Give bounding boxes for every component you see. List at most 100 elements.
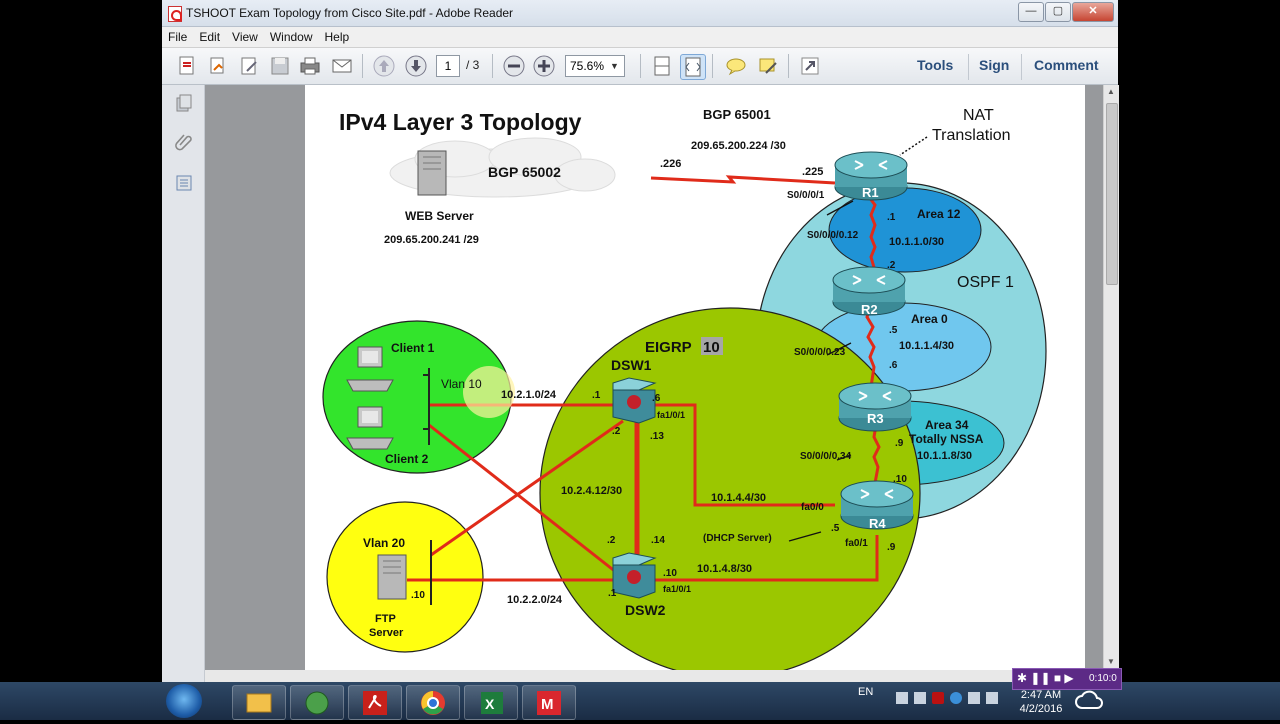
tray-volume-icon[interactable] <box>986 692 998 704</box>
menu-view[interactable]: View <box>232 30 258 44</box>
excel-taskbar-icon[interactable]: X <box>464 685 518 720</box>
adobe-reader-window: TSHOOT Exam Topology from Cisco Site.pdf… <box>162 0 1119 682</box>
bookmarks-icon[interactable] <box>174 173 194 193</box>
zoom-dropdown-icon[interactable]: ▼ <box>610 61 619 71</box>
router-r2 <box>832 266 906 316</box>
maximize-button[interactable]: ▢ <box>1045 2 1071 22</box>
dhcp-server-label: (DHCP Server) <box>703 533 772 544</box>
full-screen-icon[interactable] <box>798 54 822 78</box>
vlan10-network: 10.2.1.0/24 <box>501 389 557 401</box>
chrome-taskbar-icon[interactable] <box>406 685 460 720</box>
svg-text:X: X <box>485 696 495 712</box>
language-indicator[interactable]: EN <box>858 686 874 698</box>
client1-pc-icon <box>346 346 394 392</box>
dsw2-fa-port: fa1/0/1 <box>663 584 691 594</box>
open-file-icon[interactable] <box>206 54 230 78</box>
clock[interactable]: 2:47 AM 4/2/2016 <box>1014 688 1068 716</box>
tray-network-icon[interactable] <box>896 692 908 704</box>
tools-button[interactable]: Tools <box>917 57 954 73</box>
client1-label: Client 1 <box>391 341 435 355</box>
start-button[interactable] <box>166 684 202 718</box>
ftp-server-label: Server <box>369 627 404 639</box>
mega-taskbar-icon[interactable]: M <box>522 685 576 720</box>
r4-fa00: fa0/0 <box>801 502 824 513</box>
system-tray <box>896 692 998 704</box>
scroll-down-icon[interactable]: ▼ <box>1107 657 1115 666</box>
page-number-input[interactable]: 1 <box>436 55 460 77</box>
clock-time: 2:47 AM <box>1020 689 1062 701</box>
document-viewer[interactable]: IPv4 Layer 3 Topology BGP 65001 209.65.2… <box>205 85 1103 670</box>
recorder-controls-icon[interactable]: ✱ ❚❚ ■ ▶ <box>1017 671 1074 685</box>
menu-window[interactable]: Window <box>269 30 313 44</box>
svg-text:M: M <box>541 696 554 713</box>
router-r1 <box>834 151 908 201</box>
highlight-icon[interactable] <box>756 54 780 78</box>
eigrp-number-highlight <box>701 337 723 355</box>
area34-label: Area 34 <box>925 418 969 432</box>
web-server-network: 209.65.200.241 /29 <box>384 234 479 246</box>
tray-app-icon[interactable] <box>932 692 944 704</box>
r4-dot5: .5 <box>831 523 840 534</box>
dsw1-dsw2-network: 10.2.4.12/30 <box>561 485 622 497</box>
links <box>407 175 881 582</box>
zoom-out-icon[interactable] <box>502 54 526 78</box>
r3-dot9: .9 <box>895 438 904 449</box>
area34-network: 10.1.1.8/30 <box>917 450 972 462</box>
dsw2-label: DSW2 <box>625 602 666 618</box>
menu-edit[interactable]: Edit <box>199 30 221 44</box>
area12-label: Area 12 <box>917 207 961 221</box>
ospf-label: OSPF 1 <box>957 274 1014 291</box>
ftp-dot10: .10 <box>411 590 425 601</box>
screen-recorder-bar[interactable]: ✱ ❚❚ ■ ▶ 0:10:0 <box>1012 668 1122 690</box>
r1-interface: S0/0/0/1 <box>787 190 825 201</box>
dsw1-dot2: .2 <box>612 426 621 437</box>
cloud-sync-icon[interactable] <box>1074 688 1104 714</box>
area34-type: Totally NSSA <box>909 432 984 446</box>
toolbar: 1 / 3 75.6% ▼ Tools Sign Comment <box>162 48 1118 85</box>
dsw1-dot1: .1 <box>592 390 601 401</box>
comment-bubble-icon[interactable] <box>724 54 748 78</box>
attachments-icon[interactable] <box>174 131 194 151</box>
menu-help[interactable]: Help <box>324 30 350 44</box>
globe-taskbar-icon[interactable] <box>290 685 344 720</box>
save-icon[interactable] <box>268 54 292 78</box>
tray-flag-icon[interactable] <box>914 692 926 704</box>
web-server-label: WEB Server <box>405 209 474 223</box>
minimize-button[interactable]: — <box>1018 2 1044 22</box>
scrollbar-thumb[interactable] <box>1106 103 1118 285</box>
r3-dot6: .6 <box>889 360 898 371</box>
comment-button[interactable]: Comment <box>1034 57 1099 73</box>
area0-label: Area 0 <box>911 312 948 326</box>
eigrp-label: EIGRP <box>645 339 692 356</box>
r1-label: R1 <box>862 185 879 200</box>
print-icon[interactable] <box>298 54 322 78</box>
dsw1-dot13: .13 <box>650 431 664 442</box>
previous-page-icon[interactable] <box>372 54 396 78</box>
sign-button[interactable]: Sign <box>979 57 1010 73</box>
window-title: TSHOOT Exam Topology from Cisco Site.pdf… <box>186 6 514 20</box>
email-icon[interactable] <box>330 54 354 78</box>
horizontal-scrollbar[interactable] <box>205 670 1103 682</box>
vlan10-bus <box>423 368 430 445</box>
zoom-level-input[interactable]: 75.6% <box>565 55 625 77</box>
close-button[interactable]: ✕ <box>1072 2 1114 22</box>
vertical-scrollbar[interactable]: ▲ ▼ <box>1103 85 1119 670</box>
bgp65001-label: BGP 65001 <box>703 107 771 122</box>
file-explorer-taskbar-icon[interactable] <box>232 685 286 720</box>
dsw2-dot14: .14 <box>651 535 665 546</box>
fit-page-icon[interactable] <box>650 54 674 78</box>
area12-network: 10.1.1.0/30 <box>889 236 944 248</box>
edit-icon[interactable] <box>238 54 262 78</box>
tray-battery-icon[interactable] <box>968 692 980 704</box>
r4-fa01: fa0/1 <box>845 538 868 549</box>
create-pdf-icon[interactable] <box>176 54 200 78</box>
fit-width-icon[interactable] <box>680 54 706 80</box>
zoom-in-icon[interactable] <box>532 54 556 78</box>
adobe-reader-taskbar-icon[interactable] <box>348 685 402 720</box>
menu-file[interactable]: File <box>168 30 188 44</box>
menu-bar: File Edit View Window Help <box>162 27 1118 48</box>
next-page-icon[interactable] <box>404 54 428 78</box>
tray-sync-icon[interactable] <box>950 692 962 704</box>
scroll-up-icon[interactable]: ▲ <box>1107 87 1115 96</box>
pages-panel-icon[interactable] <box>174 93 194 113</box>
